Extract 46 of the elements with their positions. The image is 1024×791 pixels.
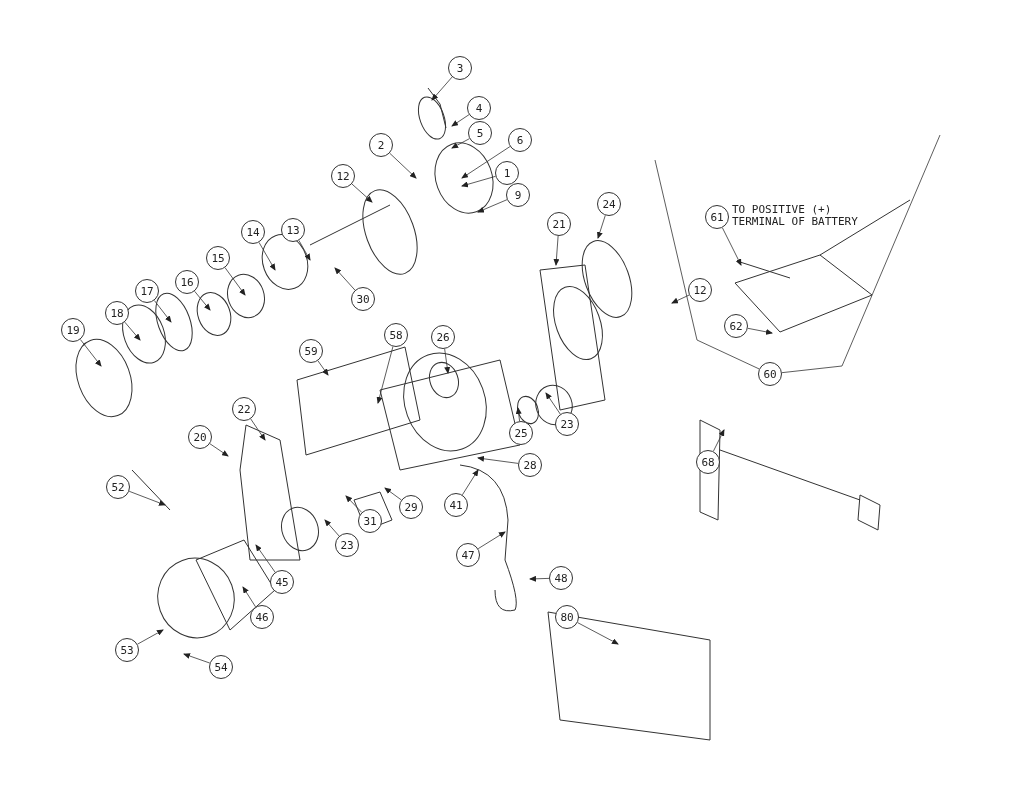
callout-number: 9 (506, 183, 530, 207)
callout-number: 62 (724, 314, 748, 338)
leader-line (654, 159, 760, 370)
callout-number: 2 (369, 133, 393, 157)
callout-number: 19 (61, 318, 85, 342)
callout-number: 45 (270, 570, 294, 594)
callout-number: 58 (384, 323, 408, 347)
callout-number: 4 (467, 96, 491, 120)
callout-number: 30 (351, 287, 375, 311)
callout-number: 14 (241, 220, 265, 244)
callout-number: 16 (175, 270, 199, 294)
callout-number: 25 (509, 421, 533, 445)
callout-number: 52 (106, 475, 130, 499)
callout-number: 54 (209, 655, 233, 679)
callout-number: 61 (705, 205, 729, 229)
leader-line (781, 134, 941, 374)
callout-number: 48 (549, 566, 573, 590)
callout-number: 20 (188, 425, 212, 449)
callout-number: 26 (431, 325, 455, 349)
callout-number: 59 (299, 339, 323, 363)
callout-number: 21 (547, 212, 571, 236)
callout-number: 12 (331, 164, 355, 188)
callout-number: 60 (758, 362, 782, 386)
callout-number: 53 (115, 638, 139, 662)
callout-number: 23 (555, 412, 579, 436)
callout-number: 12 (688, 278, 712, 302)
note-text: TO POSITIVE (+) TERMINAL OF BATTERY (732, 204, 859, 228)
callout-number: 23 (335, 533, 359, 557)
callout-number: 80 (555, 605, 579, 629)
callout-number: 15 (206, 246, 230, 270)
callout-number: 6 (508, 128, 532, 152)
callout-number: 3 (448, 56, 472, 80)
callout-number: 24 (597, 192, 621, 216)
callout-number: 29 (399, 495, 423, 519)
callout-number: 13 (281, 218, 305, 242)
callout-number: 46 (250, 605, 274, 629)
callout-number: 28 (518, 453, 542, 477)
callout-number: 17 (135, 279, 159, 303)
callout-number: 31 (358, 509, 382, 533)
callout-number: 1 (495, 161, 519, 185)
callout-number: 68 (696, 450, 720, 474)
callout-number: 41 (444, 493, 468, 517)
callout-number: 5 (468, 121, 492, 145)
callout-number: 22 (232, 397, 256, 421)
callout-number: 18 (105, 301, 129, 325)
callout-number: 47 (456, 543, 480, 567)
